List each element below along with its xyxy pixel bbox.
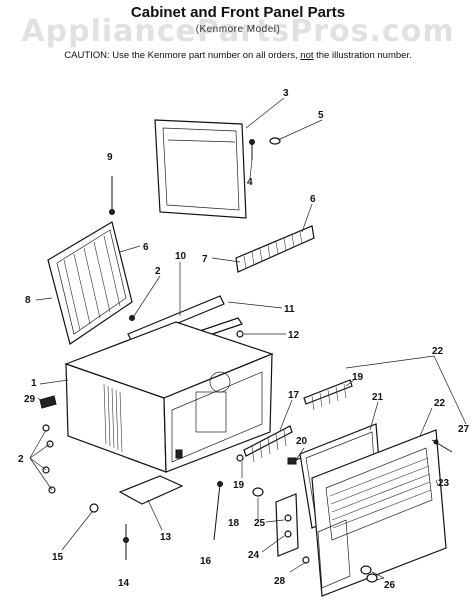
callout-14: 14	[118, 578, 130, 589]
callout-23: 23	[438, 478, 450, 489]
callout-2-left: 2	[18, 454, 24, 465]
callout-4: 4	[247, 177, 253, 188]
part-front-panel-23	[311, 429, 447, 597]
part-foot-15	[89, 503, 99, 513]
callout-29: 29	[24, 394, 36, 405]
part-screw-9	[109, 176, 115, 215]
part-screw-2-upper	[129, 315, 135, 321]
callout-27: 27	[458, 424, 470, 435]
callout-28: 28	[274, 576, 286, 587]
callout-18: 18	[228, 518, 240, 529]
callout-7: 7	[202, 254, 208, 265]
callout-11: 11	[284, 304, 295, 315]
callout-24: 24	[248, 550, 260, 561]
callout-20: 20	[296, 436, 308, 447]
callout-22-lower: 22	[434, 398, 446, 409]
callout-2-upper: 2	[155, 266, 161, 277]
callout-13: 13	[160, 532, 172, 543]
part-grille-frame	[154, 119, 247, 219]
part-screw-14	[123, 524, 129, 560]
part-screw-4	[249, 139, 255, 160]
callout-6-upper: 6	[310, 194, 316, 205]
callout-5: 5	[318, 110, 324, 121]
part-screws-2	[42, 424, 56, 494]
part-control-bracket-24	[275, 493, 299, 557]
part-knob-18	[252, 487, 264, 497]
callout-21: 21	[372, 392, 384, 403]
part-knobs-26	[360, 565, 378, 583]
callout-26: 26	[384, 580, 396, 591]
callout-22-upper: 22	[432, 346, 444, 357]
part-base-13	[118, 475, 184, 505]
callout-12: 12	[288, 330, 300, 341]
caution-note: CAUTION: Use the Kenmore part number on …	[0, 50, 476, 61]
page-subtitle: (Kenmore Model)	[195, 24, 281, 35]
callout-25: 25	[254, 518, 266, 529]
watermark: AppliancePartsPros.com	[21, 14, 455, 49]
part-screw-12	[236, 330, 244, 338]
part-louver-assembly-17	[243, 425, 293, 463]
callout-3: 3	[283, 88, 289, 99]
caution-text: CAUTION: Use the Kenmore part number on …	[64, 50, 301, 61]
callout-15: 15	[52, 552, 64, 563]
part-screw-27	[431, 439, 453, 453]
callout-10: 10	[175, 251, 187, 262]
callout-6-left: 6	[143, 242, 149, 253]
part-screw-16	[213, 481, 223, 541]
callout-19-lower: 19	[233, 480, 245, 491]
callout-17: 17	[288, 390, 300, 401]
callout-1: 1	[31, 378, 37, 389]
part-clip-5	[269, 137, 281, 145]
part-28	[302, 556, 310, 564]
part-label-29	[39, 395, 57, 409]
part-side-curtain-upper	[235, 225, 315, 273]
part-side-panel-left	[47, 221, 133, 345]
page-title: Cabinet and Front Panel Parts	[130, 4, 346, 21]
callout-9: 9	[107, 152, 113, 163]
callout-8: 8	[25, 295, 31, 306]
caution-emphasis: not	[300, 50, 314, 61]
part-louver-assembly-19	[303, 379, 353, 411]
callout-16: 16	[200, 556, 212, 567]
leader-lines	[29, 97, 467, 581]
part-cabinet	[64, 321, 274, 473]
callout-19-upper: 19	[352, 372, 364, 383]
caution-text-end: the illustration number.	[313, 50, 412, 61]
part-clip-19	[236, 454, 244, 462]
